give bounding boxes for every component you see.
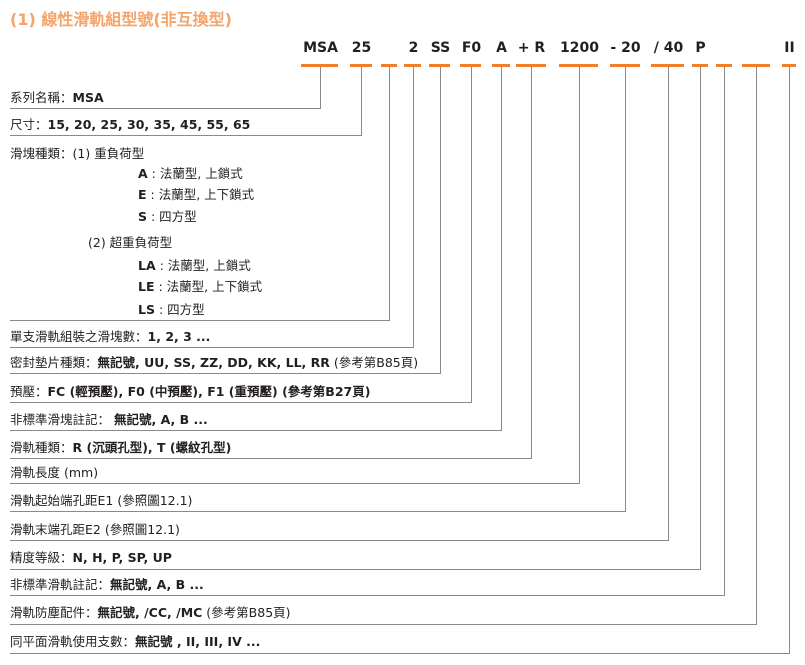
row-accuracy: 精度等級：N, H, P, SP, UP: [10, 550, 172, 565]
code-segment: 25: [351, 40, 372, 56]
connector-line: [10, 67, 757, 625]
connector-line: [10, 67, 390, 321]
connector-line: [10, 67, 580, 484]
block-type-A: A : 法蘭型, 上鎖式: [138, 166, 243, 181]
code-dash: [651, 64, 684, 67]
code-dash: [716, 64, 732, 67]
connector-line: [10, 67, 441, 374]
code-segment: + R: [517, 40, 546, 56]
block-type-LA: LA : 法蘭型, 上鎖式: [138, 258, 251, 273]
code-segment: 2: [408, 40, 419, 56]
block-type-E: E : 法蘭型, 上下鎖式: [138, 187, 255, 202]
code-dash: [381, 64, 397, 67]
row-nonstd-rail: 非標準滑軌註記：無記號, A, B ...: [10, 577, 204, 592]
connector-line: [10, 67, 414, 348]
code-dash: [692, 64, 708, 67]
row-preload: 預壓：FC (輕預壓), F0 (中預壓), F1 (重預壓) (參考第B27頁…: [10, 384, 371, 399]
row-nonstd-block: 非標準滑塊註記： 無記號, A, B ...: [10, 412, 208, 427]
connector-line: [10, 67, 472, 403]
code-segment: F0: [461, 40, 482, 56]
connector-line: [10, 67, 725, 596]
block-type-LS: LS : 四方型: [138, 302, 205, 317]
row-block-count: 單支滑軌組裝之滑塊數：1, 2, 3 ...: [10, 329, 211, 344]
row-size: 尺寸：15, 20, 25, 30, 35, 45, 55, 65: [10, 117, 251, 132]
code-segment: MSA: [303, 40, 338, 56]
connector-line: [10, 67, 321, 109]
code-dash: [404, 64, 421, 67]
code-segment: SS: [430, 40, 451, 56]
connector-line: [10, 67, 362, 136]
row-seal: 密封墊片種類：無記號, UU, SS, ZZ, DD, KK, LL, RR (…: [10, 355, 419, 370]
row-e2: 滑軌末端孔距E2 (參照圖12.1): [10, 522, 180, 537]
code-segment: P: [695, 40, 706, 56]
code-segment: 1200: [560, 40, 599, 56]
row-rail-type: 滑軌種類：R (沉頭孔型), T (螺紋孔型): [10, 440, 232, 455]
code-segment: II: [784, 40, 795, 56]
block-type-group2: (2) 超重負荷型: [88, 235, 173, 250]
row-block-type: 滑塊種類：(1) 重負荷型: [10, 146, 145, 161]
code-dash: [492, 64, 510, 67]
row-dust: 滑軌防塵配件：無記號, /CC, /MC (參考第B85頁): [10, 605, 291, 620]
row-e1: 滑軌起始端孔距E1 (參照圖12.1): [10, 493, 193, 508]
code-dash: [350, 64, 372, 67]
code-dash: [782, 64, 796, 67]
block-type-S: S : 四方型: [138, 209, 197, 224]
code-dash: [429, 64, 450, 67]
row-same-plane: 同平面滑軌使用支數：無記號 , II, III, IV ...: [10, 634, 261, 649]
connector-line: [10, 67, 701, 570]
connector-line: [10, 67, 790, 654]
connector-line: [10, 67, 502, 431]
code-segment: A: [496, 40, 507, 56]
code-dash: [742, 64, 770, 67]
code-dash: [610, 64, 640, 67]
code-segment: - 20: [610, 40, 641, 56]
page-title: (1) 線性滑軌組型號(非互換型): [10, 10, 232, 29]
code-segment: / 40: [653, 40, 684, 56]
code-dash: [516, 64, 546, 67]
connector-line: [10, 67, 626, 512]
connector-line: [10, 67, 532, 459]
row-series: 系列名稱：MSA: [10, 90, 104, 105]
connector-line: [10, 67, 669, 541]
code-dash: [460, 64, 481, 67]
row-rail-length: 滑軌長度 (mm): [10, 465, 99, 480]
code-dash: [301, 64, 338, 67]
block-type-LE: LE : 法蘭型, 上下鎖式: [138, 279, 263, 294]
code-dash: [559, 64, 598, 67]
